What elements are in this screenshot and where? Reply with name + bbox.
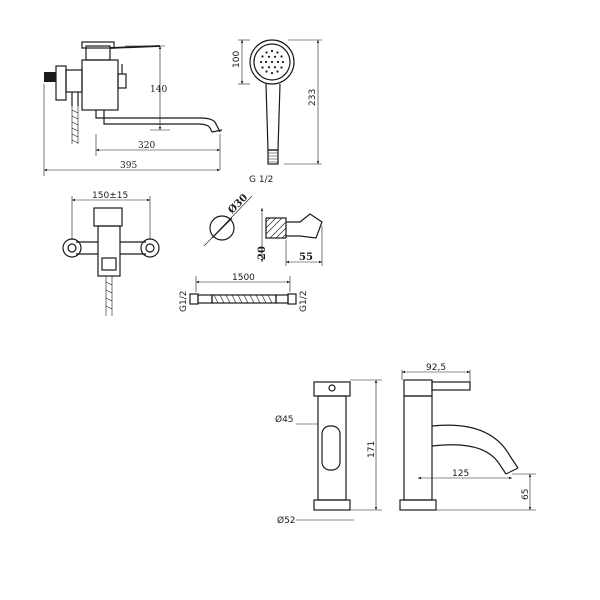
cartridge-cap (85, 45, 111, 61)
hose-braid (211, 294, 277, 304)
basin-dia-45-text: Ø45 (275, 414, 294, 425)
basin-body-side (403, 395, 433, 501)
basin-spout-top (431, 424, 519, 469)
nozzle-dot (270, 49, 274, 53)
basin-spout-bottom (431, 444, 507, 475)
nozzle-dot (265, 51, 268, 54)
dim-233-text: 233 (308, 89, 318, 106)
nozzle-dot (276, 51, 279, 54)
nozzle-dot (273, 55, 277, 58)
nozzle-dot (270, 71, 274, 75)
shower-handle (265, 83, 281, 151)
spout-top (95, 110, 221, 133)
dim-925-text: 92,5 (426, 363, 446, 373)
front-body (97, 225, 121, 277)
nozzle-dot (267, 55, 271, 58)
wall-eccentric (44, 72, 56, 82)
hose-end-left (189, 293, 199, 305)
nozzle-dot (259, 60, 263, 64)
dim-100-text: 100 (232, 51, 242, 68)
basin-mixer-front: Ø45 Ø52 171 (275, 379, 382, 526)
eccentric-nut (55, 65, 67, 101)
basin-spout-front (321, 425, 341, 471)
nozzle-dot (280, 55, 283, 58)
dim-125-text: 125 (452, 469, 469, 479)
basin-cap-side (403, 379, 433, 397)
dim-65-text: 65 (521, 489, 531, 500)
front-lever (93, 207, 123, 227)
nozzle-dot (281, 60, 285, 64)
spout-tip (211, 129, 223, 133)
nozzle-dot (280, 66, 283, 69)
eccentric-body (65, 69, 83, 93)
nozzle-dot (267, 66, 271, 69)
nozzle-dot (276, 70, 279, 73)
shower-head-inner (253, 43, 291, 81)
right-escutcheon (140, 238, 160, 258)
nozzle-dot (273, 66, 277, 69)
dim-171-text: 171 (367, 441, 377, 458)
g12-label-top: G 1/2 (249, 175, 273, 185)
basin-aerator (505, 467, 519, 475)
basin-mixer-side: 92,5 125 65 (399, 363, 536, 511)
basin-lever-side (431, 381, 471, 391)
bath-mixer-front-view: 150±15 (62, 191, 160, 316)
basin-dia-52-text: Ø52 (277, 515, 296, 526)
nozzle-dot (261, 66, 264, 69)
hose-end-right (287, 293, 297, 305)
diverter-knob (117, 73, 127, 89)
holder-base (265, 217, 287, 239)
hose-outlet (71, 92, 79, 106)
dim-140-text: 140 (150, 85, 167, 95)
bath-mixer-side-view: 140 320 395 (43, 41, 223, 176)
spout-bottom (103, 110, 213, 133)
nozzle-dot (270, 60, 274, 64)
front-hose (105, 276, 113, 316)
shower-head-outer (249, 39, 295, 85)
holder-circle (209, 215, 235, 241)
dim-55-text: 55 (299, 252, 313, 263)
shower-hose: 1500 G1/2 G1/2 (179, 273, 309, 312)
front-spout-opening (101, 257, 117, 271)
basin-base-side (399, 499, 437, 511)
hand-shower: 100 233 G 1/2 (232, 39, 322, 185)
wall-holder-front: Ø30 (203, 192, 253, 247)
dim-20-text: 20 (257, 246, 268, 260)
basin-base-front (313, 499, 351, 511)
left-escutcheon (62, 238, 82, 258)
mixer-body (81, 59, 119, 111)
holder-dia-text: Ø30 (226, 192, 250, 216)
holder-hook (286, 213, 323, 239)
dim-1500-text: 1500 (232, 273, 255, 283)
dim-395-text: 395 (120, 161, 137, 171)
dim-150-text: 150±15 (92, 191, 128, 201)
lever-top (81, 41, 115, 49)
shower-nozzles (259, 49, 285, 75)
nozzle-dot (276, 60, 280, 64)
hose-thread-left-text: G1/2 (179, 291, 189, 312)
dim-320-text: 320 (138, 141, 155, 151)
nozzle-dot (261, 55, 264, 58)
lever (109, 45, 161, 49)
hose-spiral (71, 109, 79, 144)
wall-holder-side: 20 55 (257, 208, 323, 266)
nozzle-dot (264, 60, 268, 64)
shower-thread (267, 149, 279, 165)
nozzle-dot (265, 70, 268, 73)
basin-lever-front (313, 381, 351, 397)
hose-thread-right-text: G1/2 (299, 291, 309, 312)
